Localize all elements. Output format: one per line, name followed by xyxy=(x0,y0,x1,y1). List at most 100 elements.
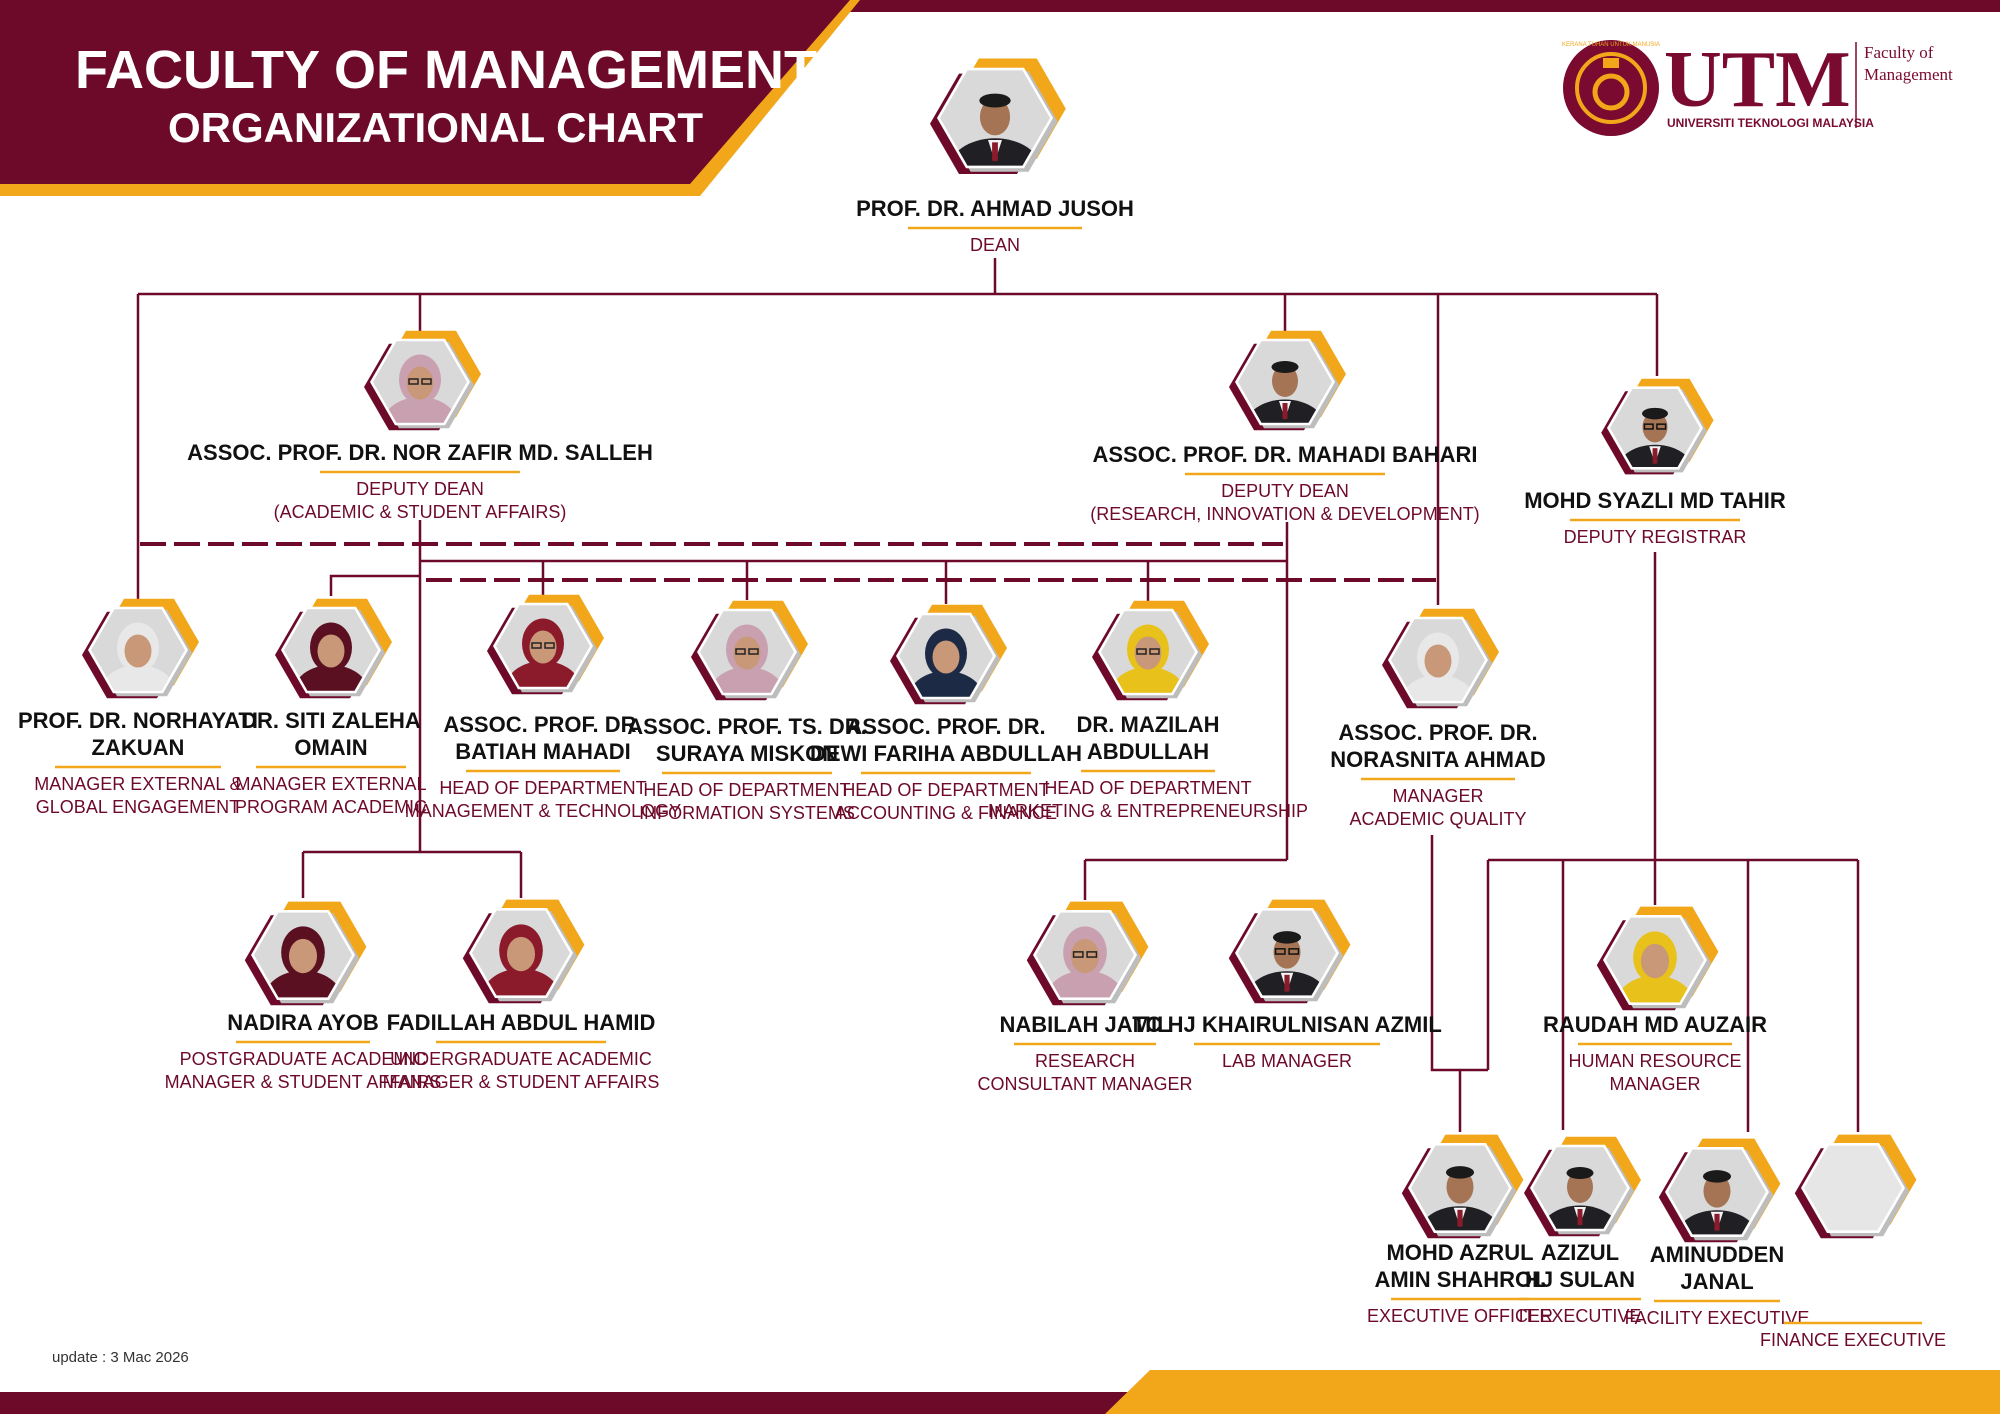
update-note: update : 3 Mac 2026 xyxy=(52,1349,189,1366)
person-role: DEPUTY REGISTRAR xyxy=(1564,527,1747,547)
avatar-photo xyxy=(1610,389,1700,467)
person-name: OMAIN xyxy=(294,735,367,760)
person-card-dean: PROF. DR. AHMAD JUSOH DEAN xyxy=(856,58,1134,255)
person-role: FACILITY EXECUTIVE xyxy=(1625,1308,1810,1328)
connector-zaleha xyxy=(329,574,420,596)
person-role: CONSULTANT MANAGER xyxy=(977,1074,1192,1094)
person-name: FADILLAH ABDUL HAMID xyxy=(387,1010,656,1035)
avatar-photo xyxy=(899,615,993,697)
person-name: ASSOC. PROF. DR. NOR ZAFIR MD. SALLEH xyxy=(187,440,653,465)
chart-title: FACULTY OF MANAGEMENT xyxy=(75,40,817,100)
person-role: HEAD OF DEPARTMENT xyxy=(1044,778,1251,798)
person-role: ACCOUNTING & FINANCE xyxy=(835,803,1057,823)
person-card-finance-exec: FINANCE EXECUTIVE xyxy=(1760,1134,1946,1350)
avatar-photo xyxy=(1606,917,1704,1003)
person-name: ASSOC. PROF. DR. MAHADI BAHARI xyxy=(1092,442,1477,467)
avatar-photo xyxy=(472,910,570,996)
person-card-hod-is: ASSOC. PROF. TS. DR.SURAYA MISKON HEAD OF… xyxy=(627,600,867,823)
logo-faculty-line2: Management xyxy=(1864,65,1953,84)
utm-university-name: UNIVERSITI TEKNOLOGI MALAYSIA xyxy=(1667,116,1874,130)
person-name: ZAKUAN xyxy=(92,735,185,760)
person-name: DR. SITI ZALEHA xyxy=(241,708,421,733)
person-name: NADIRA AYOB xyxy=(227,1010,379,1035)
person-card-mgr-quality: ASSOC. PROF. DR.NORASNITA AHMADMANAGERAC… xyxy=(1330,608,1546,829)
person-role: DEAN xyxy=(970,235,1020,255)
person-role: POSTGRADUATE ACADEMIC xyxy=(180,1049,427,1069)
person-role: MANAGER & STUDENT AFFAIRS xyxy=(383,1072,660,1092)
person-role: (ACADEMIC & STUDENT AFFAIRS) xyxy=(274,502,567,522)
person-role: MANAGEMENT & TECHNOLOGY xyxy=(405,801,681,821)
avatar-photo xyxy=(1411,1145,1509,1231)
person-role: UNDERGRADUATE ACADEMIC xyxy=(390,1049,652,1069)
person-name: RAUDAH MD AUZAIR xyxy=(1543,1012,1767,1037)
avatar-photo xyxy=(700,611,794,693)
person-role: ACADEMIC QUALITY xyxy=(1349,809,1526,829)
person-role: DEPUTY DEAN xyxy=(356,479,484,499)
person-name: PROF. DR. AHMAD JUSOH xyxy=(856,196,1134,221)
person-role: HEAD OF DEPARTMENT xyxy=(439,778,646,798)
person-card-dd-academic: ASSOC. PROF. DR. NOR ZAFIR MD. SALLEH DEP… xyxy=(187,330,653,522)
utm-acronym: UTM xyxy=(1664,36,1851,124)
person-name: AZIZUL xyxy=(1541,1240,1619,1265)
person-name: TC HJ KHAIRULNISAN AZMIL xyxy=(1132,1012,1442,1037)
person-name: MOHD SYAZLI MD TAHIR xyxy=(1524,488,1786,513)
utm-seal-inner-ring xyxy=(1575,52,1647,124)
connector-quality-admin xyxy=(1430,835,1488,1072)
banner-maroon-shape xyxy=(0,0,850,184)
person-name: NORASNITA AHMAD xyxy=(1330,747,1546,772)
connector-lines xyxy=(136,258,1860,1132)
avatar-photo xyxy=(1668,1149,1766,1235)
person-card-ug-manager: FADILLAH ABDUL HAMID UNDERGRADUATE ACADEM… xyxy=(383,899,660,1092)
person-role: EXECUTIVE OFFICER xyxy=(1367,1306,1553,1326)
people-layer: PROF. DR. AHMAD JUSOH DEAN ASSOC. PROF. DR… xyxy=(18,58,1946,1350)
person-name: PROF. DR. NORHAYATI xyxy=(18,708,258,733)
person-role: DEPUTY DEAN xyxy=(1221,481,1349,501)
utm-seal-mark xyxy=(1603,58,1619,68)
header-banner: FACULTY OF MANAGEMENT ORGANIZATIONAL CHA… xyxy=(0,0,2000,196)
person-card-pg-manager: NADIRA AYOB POSTGRADUATE ACADEMIC MANAGER … xyxy=(165,901,442,1092)
person-name: MOHD AZRUL xyxy=(1386,1240,1533,1265)
person-name: SURAYA MISKON xyxy=(656,741,838,766)
person-role: MANAGER & STUDENT AFFAIRS xyxy=(165,1072,442,1092)
person-name: ASSOC. PROF. DR. xyxy=(846,714,1045,739)
connector-exec-officer xyxy=(1458,860,1490,1132)
person-card-dd-research: ASSOC. PROF. DR. MAHADI BAHARI DEPUTY DEA… xyxy=(1090,330,1480,524)
person-name: BATIAH MAHADI xyxy=(455,739,631,764)
person-name: ASSOC. PROF. DR. xyxy=(1338,720,1537,745)
person-role: MANAGER EXTERNAL xyxy=(235,774,426,794)
person-role: GLOBAL ENGAGEMENT xyxy=(36,797,240,817)
person-name: JANAL xyxy=(1680,1269,1753,1294)
logo-faculty-line1: Faculty of xyxy=(1864,43,1934,62)
person-role: (RESEARCH, INNOVATION & DEVELOPMENT) xyxy=(1090,504,1479,524)
person-name: ABDULLAH xyxy=(1087,739,1209,764)
person-role: HEAD OF DEPARTMENT xyxy=(842,780,1049,800)
avatar-photo xyxy=(254,912,352,998)
person-role: HEAD OF DEPARTMENT xyxy=(643,780,850,800)
person-role: MARKETING & ENTREPRENEURSHIP xyxy=(988,801,1308,821)
person-card-lab-manager: TC HJ KHAIRULNISAN AZMIL LAB MANAGER xyxy=(1132,899,1442,1071)
avatar-photo xyxy=(1804,1145,1902,1231)
avatar-photo xyxy=(1238,910,1336,996)
avatar-photo xyxy=(1036,912,1134,998)
person-name: DEWI FARIHA ABDULLAH xyxy=(810,741,1082,766)
person-name: AMINUDDEN xyxy=(1650,1242,1784,1267)
chart-subtitle: ORGANIZATIONAL CHART xyxy=(168,104,703,151)
person-card-deputy-registrar: MOHD SYAZLI MD TAHIR DEPUTY REGISTRAR xyxy=(1524,378,1786,547)
person-card-hod-af: ASSOC. PROF. DR.DEWI FARIHA ABDULLAH HEAD… xyxy=(810,604,1082,823)
utm-logo: KERANA TUHAN UNTUK MANUSIA UTM UNIVERSIT… xyxy=(1562,36,1953,136)
person-name: ASSOC. PROF. TS. DR. xyxy=(627,714,867,739)
person-role: RESEARCH xyxy=(1035,1051,1135,1071)
person-role: MANAGER xyxy=(1609,1074,1700,1094)
person-role: LAB MANAGER xyxy=(1222,1051,1352,1071)
person-name: DR. MAZILAH xyxy=(1077,712,1220,737)
person-name: NABILAH JAMIL xyxy=(999,1012,1170,1037)
